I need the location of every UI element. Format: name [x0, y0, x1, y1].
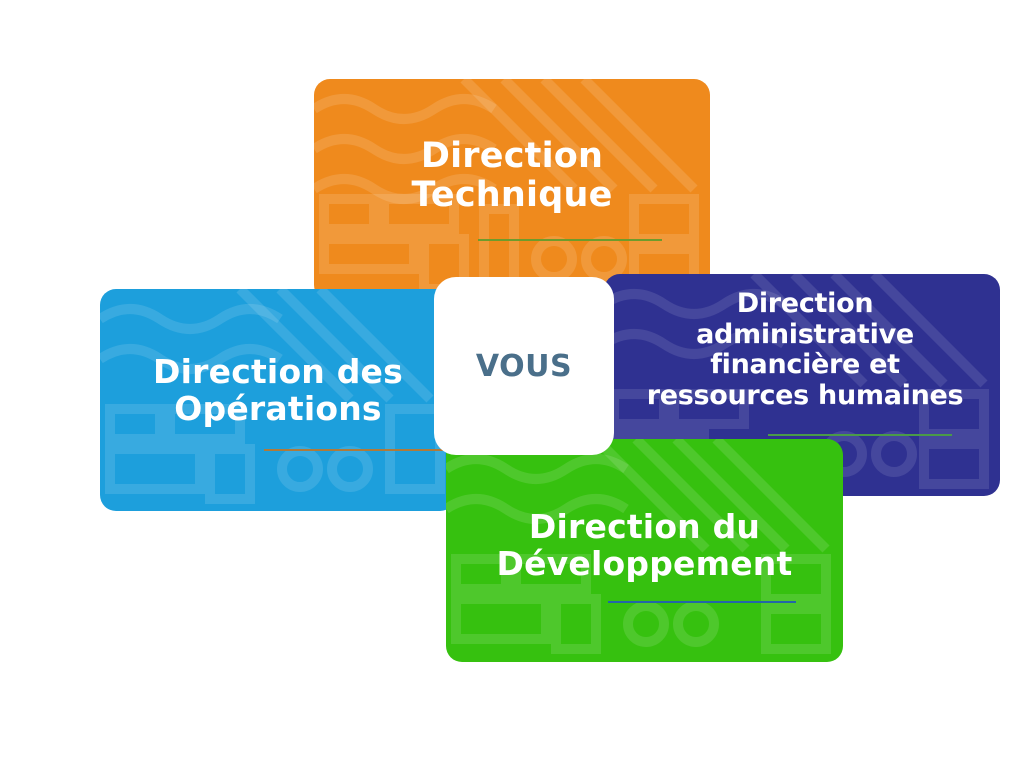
- card-underline: [768, 434, 952, 436]
- center-label: VOUS: [475, 348, 573, 384]
- card-title-line: financière et: [710, 349, 900, 380]
- card-pattern: [100, 289, 445, 504]
- card-title-line: Développement: [496, 543, 793, 583]
- card-title-line: administrative: [696, 318, 914, 350]
- card-title: Direction Technique: [314, 136, 710, 216]
- card-underline: [478, 239, 662, 241]
- card-title-line: Direction: [736, 288, 874, 319]
- center-tile: VOUS: [434, 277, 614, 455]
- card-direction-operations: Direction des Opérations: [100, 289, 456, 511]
- card-title-line: Technique: [411, 175, 613, 216]
- card-underline: [264, 449, 444, 451]
- card-title-line: Direction des: [153, 352, 403, 391]
- card-pattern: [446, 439, 831, 654]
- card-title: Direction des Opérations: [100, 352, 456, 428]
- card-title-line: Direction: [420, 136, 604, 176]
- card-title: Direction administrative financière et r…: [614, 288, 996, 411]
- card-title-line: Opérations: [174, 388, 382, 428]
- card-title: Direction du Développement: [446, 507, 843, 583]
- card-title-line: ressources humaines: [646, 379, 964, 411]
- card-direction-administrative: Direction administrative financière et r…: [604, 274, 1000, 496]
- card-direction-technique: Direction Technique: [314, 79, 710, 301]
- card-pattern: [604, 274, 989, 489]
- card-title-line: Direction du: [528, 507, 761, 546]
- card-underline: [608, 601, 796, 603]
- card-direction-developpement: Direction du Développement: [446, 439, 843, 662]
